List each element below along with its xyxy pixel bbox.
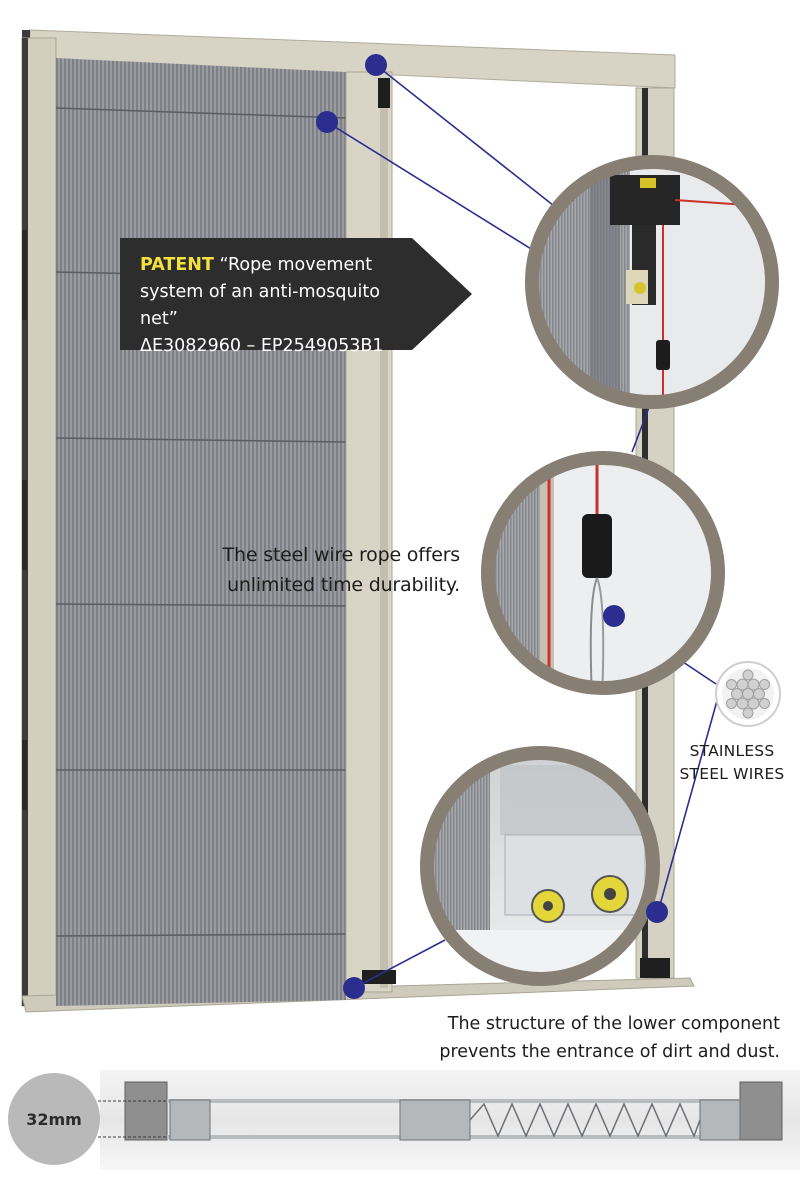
profile-size-text: 32mm [26,1109,82,1129]
stainless-label-line2: STEEL WIRES [679,765,785,783]
callout-lower [420,746,660,986]
pleated-mesh-panel [55,58,347,1006]
patent-title-start: “Rope movement [219,255,373,275]
marker-pulley [316,111,338,133]
marker-top-rope [365,54,387,76]
lower-caption-line1: The structure of the lower component [447,1014,780,1034]
steel-wire-caption-line1: The steel wire rope offers [222,544,461,566]
wire-cross-section [715,661,781,727]
steel-wire-caption: The steel wire rope offers unlimited tim… [150,540,461,600]
marker-bottom-guide [343,977,365,999]
callout-top [525,155,779,409]
patent-callout-shape [120,238,472,350]
profile-size-badge: 32mm [8,1073,100,1165]
profile-cross-section [88,1070,800,1170]
patent-title-line1: PATENT “Rope movement [140,252,413,279]
lower-caption-line2: prevents the entrance of dirt and dust. [439,1042,780,1062]
stainless-steel-wires-label: STAINLESS STEEL WIRES [668,740,796,786]
marker-lower-wheel [646,901,668,923]
patent-callout: PATENT “Rope movement system of an anti-… [120,238,413,356]
stainless-label-line1: STAINLESS [689,742,775,760]
patent-numbers: ΔE3082960 – EP2549053B1 [140,336,384,356]
patent-keyword: PATENT [140,255,214,275]
moving-profile [345,71,396,993]
callout-middle [481,451,725,695]
lower-component-caption: The structure of the lower component pre… [400,1010,780,1066]
steel-wire-caption-line2: unlimited time durability. [227,574,460,596]
markers [316,54,668,999]
patent-title-line2: system of an anti-mosquito net” [140,282,380,329]
marker-wire [603,605,625,627]
